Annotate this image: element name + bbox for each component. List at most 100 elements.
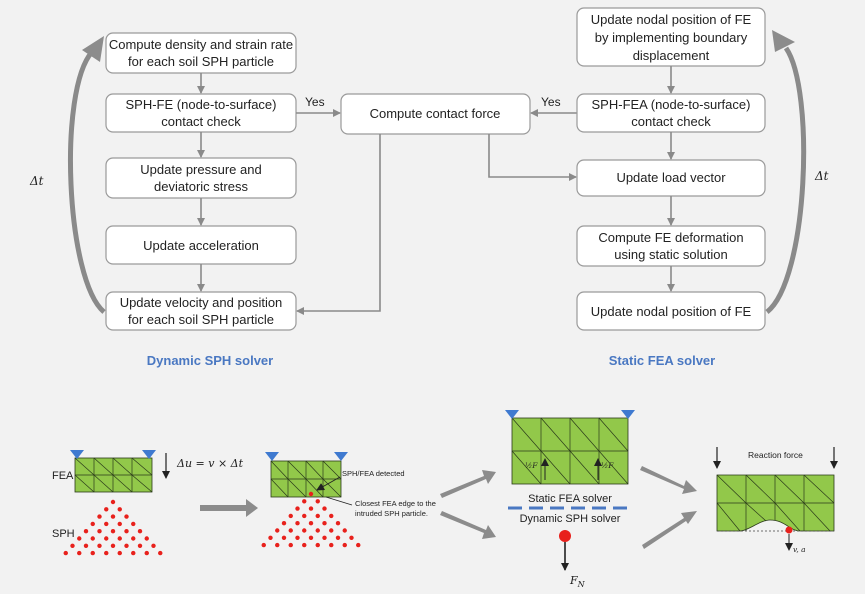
- center-box-label: Compute contact force: [370, 106, 501, 121]
- sph-particle: [268, 535, 273, 540]
- sph-particle: [110, 499, 116, 505]
- sph-particle: [104, 550, 109, 556]
- fea-mesh-4: [716, 474, 835, 532]
- yes-left-label: Yes: [305, 95, 325, 109]
- right-box-1-line2: by implementing boundary: [595, 30, 748, 45]
- dt-right-label: Δt: [814, 169, 829, 183]
- sph-particle: [97, 514, 102, 519]
- sph-particle: [77, 536, 82, 541]
- sph-particle: [302, 528, 307, 533]
- sph-particle: [275, 528, 280, 533]
- sph-particle: [158, 550, 163, 556]
- sph-particle: [335, 535, 341, 540]
- left-box-3-line1: Update pressure and: [140, 162, 261, 177]
- detected-label: SPH/FEA detected: [342, 469, 405, 478]
- left-box-5: Update velocity and position for each so…: [105, 291, 297, 331]
- sph-particle: [295, 521, 300, 526]
- fea-label: FEA: [52, 470, 74, 482]
- sph-particle: [124, 514, 129, 519]
- sph-particle: [302, 499, 307, 504]
- flow-arrow-up: [440, 470, 496, 498]
- right-box-4-line1: Compute FE deformation: [598, 230, 743, 245]
- sph-particle: [131, 536, 136, 541]
- support-1b: [142, 450, 156, 459]
- flow-arrow-down: [440, 511, 496, 539]
- sph-particle: [281, 521, 287, 526]
- sph-particle: [90, 550, 95, 556]
- fea-mesh-1: [74, 457, 153, 493]
- left-box-2-line1: SPH-FE (node-to-surface): [126, 97, 277, 112]
- right-box-3-line1: Update load vector: [616, 170, 726, 185]
- sph-particle-contact: [785, 526, 793, 534]
- sph-particle: [302, 513, 307, 519]
- sph-particle: [90, 536, 95, 541]
- sph-particle: [104, 536, 109, 541]
- sph-particle: [110, 543, 116, 548]
- sph-particle: [329, 528, 334, 533]
- sph-particle: [288, 513, 293, 519]
- sph-particle: [342, 528, 347, 533]
- sph-particle: [349, 535, 354, 540]
- sph-particle: [288, 542, 293, 548]
- fea-mesh-3: [511, 417, 629, 485]
- sph-particle: [117, 521, 122, 527]
- right-box-2-line2: contact check: [631, 114, 711, 129]
- static-fea-solver-title: Static FEA solver: [609, 353, 715, 368]
- closest-edge-label-line1: Closest FEA edge to the: [355, 499, 436, 508]
- reaction-force-label: Reaction force: [748, 450, 803, 460]
- sph-particle: [329, 542, 334, 548]
- right-box-5-line1: Update nodal position of FE: [591, 304, 752, 319]
- sph-particle: [110, 529, 116, 534]
- support-1a: [70, 450, 84, 459]
- left-box-3-line2: deviatoric stress: [154, 179, 248, 194]
- sph-particle: [63, 550, 68, 556]
- sph-particle: [356, 542, 361, 548]
- sph-particle: [83, 529, 89, 534]
- sph-particle: [144, 550, 149, 556]
- right-box-5: Update nodal position of FE: [576, 291, 766, 331]
- left-box-2: SPH-FE (node-to-surface) contact check: [105, 93, 297, 133]
- sph-particle: [83, 543, 89, 548]
- arrow-center-to-load: [488, 134, 577, 181]
- sph-particle: [261, 542, 266, 548]
- sph-particle: [322, 506, 327, 511]
- left-box-1-line1: Compute density and strain rate: [109, 37, 293, 52]
- sph-particle: [117, 507, 122, 512]
- sph-particle: [308, 506, 314, 511]
- support-2b: [334, 452, 348, 461]
- left-box-4-line1: Update acceleration: [143, 238, 259, 253]
- right-box-1-line3: displacement: [633, 48, 710, 63]
- sph-particle: [90, 521, 95, 527]
- left-box-5-line2: for each soil SPH particle: [128, 312, 274, 327]
- yes-right-label: Yes: [541, 95, 561, 109]
- sph-particle: [131, 521, 136, 527]
- sph-particle: [131, 550, 136, 556]
- sph-particle: [117, 550, 122, 556]
- dynamic-sph-solver-title: Dynamic SPH solver: [147, 353, 273, 368]
- flow-arrow-converge-top: [640, 466, 697, 494]
- sph-particle: [322, 535, 327, 540]
- dynamic-solver-label: Dynamic SPH solver: [520, 513, 621, 525]
- left-box-4: Update acceleration: [105, 225, 297, 265]
- right-box-2: SPH-FEA (node-to-surface) contact check: [576, 93, 766, 133]
- sph-particle: [308, 521, 314, 526]
- sph-particle: [308, 491, 314, 497]
- right-box-4: Compute FE deformation using static solu…: [576, 225, 766, 267]
- sph-particle: [137, 543, 143, 548]
- loop-arrow-right: [765, 30, 807, 314]
- sph-particle: [281, 535, 287, 540]
- loop-arrow-left: [68, 36, 106, 314]
- du-formula: Δu = v × Δt: [176, 457, 244, 470]
- left-box-2-line2: contact check: [161, 114, 241, 129]
- sph-particle: [322, 521, 327, 526]
- left-box-5-line1: Update velocity and position: [120, 295, 283, 310]
- dt-left-label: Δt: [29, 174, 44, 188]
- sph-label: SPH: [52, 528, 75, 540]
- detected-pointer: [316, 476, 341, 491]
- sph-particle: [77, 550, 82, 556]
- sph-particle: [329, 513, 334, 519]
- fn-label: FN: [569, 574, 586, 589]
- fea-mesh-2: [270, 460, 342, 498]
- support-3a: [505, 410, 519, 419]
